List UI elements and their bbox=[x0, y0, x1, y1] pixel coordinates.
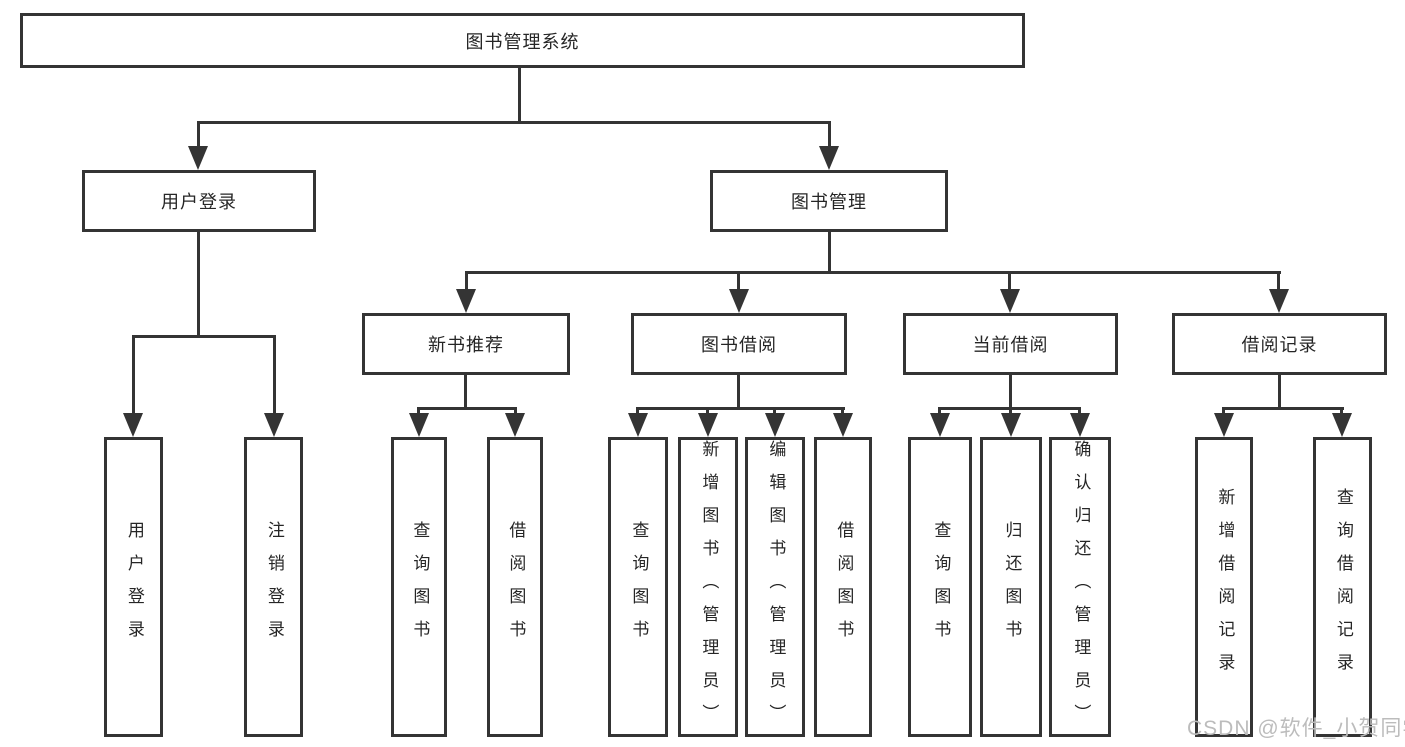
connector-line bbox=[636, 407, 639, 415]
connector-line bbox=[417, 407, 517, 410]
node-root: 图书管理系统 bbox=[20, 13, 1025, 68]
connector-line bbox=[841, 407, 844, 415]
leaf-query-books-current-label: 查询图书 bbox=[931, 521, 951, 653]
arrow-down-icon bbox=[628, 413, 648, 437]
node-borrow-records: 借阅记录 bbox=[1172, 313, 1387, 375]
leaf-return-books-label: 归还图书 bbox=[1002, 521, 1022, 653]
connector-line bbox=[514, 407, 517, 415]
leaf-query-borrow-record: 查询借阅记录 bbox=[1313, 437, 1372, 737]
leaf-logout: 注销登录 bbox=[244, 437, 303, 737]
arrow-down-icon bbox=[765, 413, 785, 437]
leaf-logout-label: 注销登录 bbox=[264, 521, 284, 653]
node-book-borrow-label: 图书借阅 bbox=[701, 335, 777, 355]
leaf-query-books-recommend-label: 查询图书 bbox=[410, 521, 430, 653]
connector-line bbox=[1340, 407, 1343, 415]
arrow-down-icon bbox=[409, 413, 429, 437]
connector-line bbox=[1277, 271, 1280, 291]
node-root-label: 图书管理系统 bbox=[465, 31, 580, 52]
connector-line bbox=[938, 407, 941, 415]
arrow-down-icon bbox=[188, 146, 208, 170]
connector-line bbox=[417, 407, 420, 415]
leaf-query-borrow-record-label: 查询借阅记录 bbox=[1333, 488, 1353, 686]
connector-line bbox=[737, 375, 740, 410]
connector-line bbox=[773, 407, 776, 415]
leaf-confirm-return-admin: 确认归还（管理员） bbox=[1049, 437, 1111, 737]
leaf-borrow-books-label: 借阅图书 bbox=[834, 521, 854, 653]
leaf-confirm-return-admin-label: 确认归还（管理员） bbox=[1071, 440, 1091, 737]
node-new-book-recommend: 新书推荐 bbox=[362, 313, 570, 375]
connector-line bbox=[828, 121, 831, 148]
arrow-down-icon bbox=[930, 413, 950, 437]
node-borrow-records-label: 借阅记录 bbox=[1241, 335, 1318, 355]
connector-line bbox=[1009, 407, 1012, 415]
arrow-down-icon bbox=[698, 413, 718, 437]
connector-line bbox=[1009, 375, 1012, 410]
leaf-add-borrow-record-label: 新增借阅记录 bbox=[1215, 488, 1235, 686]
connector-line bbox=[465, 271, 468, 291]
node-new-book-recommend-label: 新书推荐 bbox=[428, 335, 504, 355]
node-book-borrow: 图书借阅 bbox=[631, 313, 847, 375]
connector-line bbox=[464, 375, 467, 410]
arrow-down-icon bbox=[729, 289, 749, 313]
node-current-borrow: 当前借阅 bbox=[903, 313, 1118, 375]
leaf-borrow-books-recommend: 借阅图书 bbox=[487, 437, 543, 737]
connector-line bbox=[1222, 407, 1344, 410]
leaf-query-books-borrow: 查询图书 bbox=[608, 437, 668, 737]
connector-line bbox=[465, 271, 1281, 274]
leaf-user-login: 用户登录 bbox=[104, 437, 163, 737]
node-book-management: 图书管理 bbox=[710, 170, 948, 232]
arrow-down-icon bbox=[1332, 413, 1352, 437]
leaf-borrow-books-recommend-label: 借阅图书 bbox=[506, 521, 526, 653]
connector-line bbox=[737, 271, 740, 291]
arrow-down-icon bbox=[1214, 413, 1234, 437]
connector-line bbox=[197, 121, 831, 124]
leaf-edit-books-admin-label: 编辑图书（管理员） bbox=[766, 440, 786, 737]
leaf-query-books-borrow-label: 查询图书 bbox=[629, 521, 649, 653]
connector-line bbox=[828, 232, 831, 274]
arrow-down-icon bbox=[1000, 289, 1020, 313]
connector-line bbox=[636, 407, 845, 410]
leaf-query-books-current: 查询图书 bbox=[908, 437, 972, 737]
connector-line bbox=[1008, 271, 1011, 291]
connector-line bbox=[197, 232, 200, 338]
leaf-add-books-admin-label: 新增图书（管理员） bbox=[699, 440, 719, 737]
leaf-return-books: 归还图书 bbox=[980, 437, 1042, 737]
leaf-query-books-recommend: 查询图书 bbox=[391, 437, 447, 737]
leaf-add-books-admin: 新增图书（管理员） bbox=[678, 437, 738, 737]
arrow-down-icon bbox=[456, 289, 476, 313]
node-user-login: 用户登录 bbox=[82, 170, 316, 232]
connector-line bbox=[132, 335, 276, 338]
leaf-edit-books-admin: 编辑图书（管理员） bbox=[745, 437, 805, 737]
leaf-borrow-books: 借阅图书 bbox=[814, 437, 872, 737]
arrow-down-icon bbox=[123, 413, 143, 437]
connector-line bbox=[518, 68, 521, 124]
connector-line bbox=[1222, 407, 1225, 415]
arrow-down-icon bbox=[505, 413, 525, 437]
connector-line bbox=[132, 335, 135, 415]
node-book-management-label: 图书管理 bbox=[791, 192, 867, 212]
arrow-down-icon bbox=[833, 413, 853, 437]
arrow-down-icon bbox=[1070, 413, 1090, 437]
watermark: CSDN @软件_小贺同学 bbox=[1187, 717, 1405, 740]
connector-line bbox=[1078, 407, 1081, 415]
connector-line bbox=[706, 407, 709, 415]
connector-line bbox=[197, 121, 200, 148]
connector-line bbox=[273, 335, 276, 415]
node-user-login-label: 用户登录 bbox=[161, 192, 237, 212]
node-current-borrow-label: 当前借阅 bbox=[972, 335, 1049, 355]
leaf-add-borrow-record: 新增借阅记录 bbox=[1195, 437, 1253, 737]
arrow-down-icon bbox=[1269, 289, 1289, 313]
connector-line bbox=[1278, 375, 1281, 410]
leaf-user-login-label: 用户登录 bbox=[124, 521, 144, 653]
arrow-down-icon bbox=[1001, 413, 1021, 437]
arrow-down-icon bbox=[264, 413, 284, 437]
arrow-down-icon bbox=[819, 146, 839, 170]
